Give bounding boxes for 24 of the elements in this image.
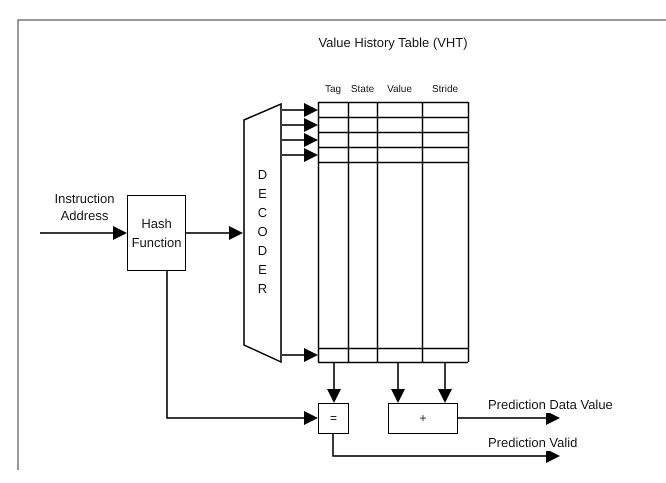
arrow [40, 226, 127, 240]
arrow [282, 148, 318, 162]
arrow [166, 271, 318, 425]
arrow [332, 434, 560, 463]
arrow [282, 133, 318, 147]
decoder-block [243, 103, 282, 363]
column-header: State [350, 84, 376, 95]
arrow [458, 411, 560, 425]
column-header: Value [386, 84, 413, 95]
arrow [391, 363, 405, 403]
arrow [186, 226, 243, 240]
decoder-label: DECODER [255, 166, 270, 300]
column-header: Tag [324, 84, 342, 95]
edge-label: Instruction Address [54, 190, 116, 224]
arrow [282, 348, 318, 362]
arrow [327, 363, 341, 403]
arrow [282, 118, 318, 132]
hash-function-box: Hash Function [127, 195, 186, 271]
adder-box: + [388, 403, 458, 434]
arrow [438, 363, 452, 403]
column-header: Stride [430, 84, 460, 95]
comparator-box: = [318, 403, 349, 434]
arrow [282, 103, 318, 117]
table-title: Value History Table (VHT) [317, 35, 469, 50]
